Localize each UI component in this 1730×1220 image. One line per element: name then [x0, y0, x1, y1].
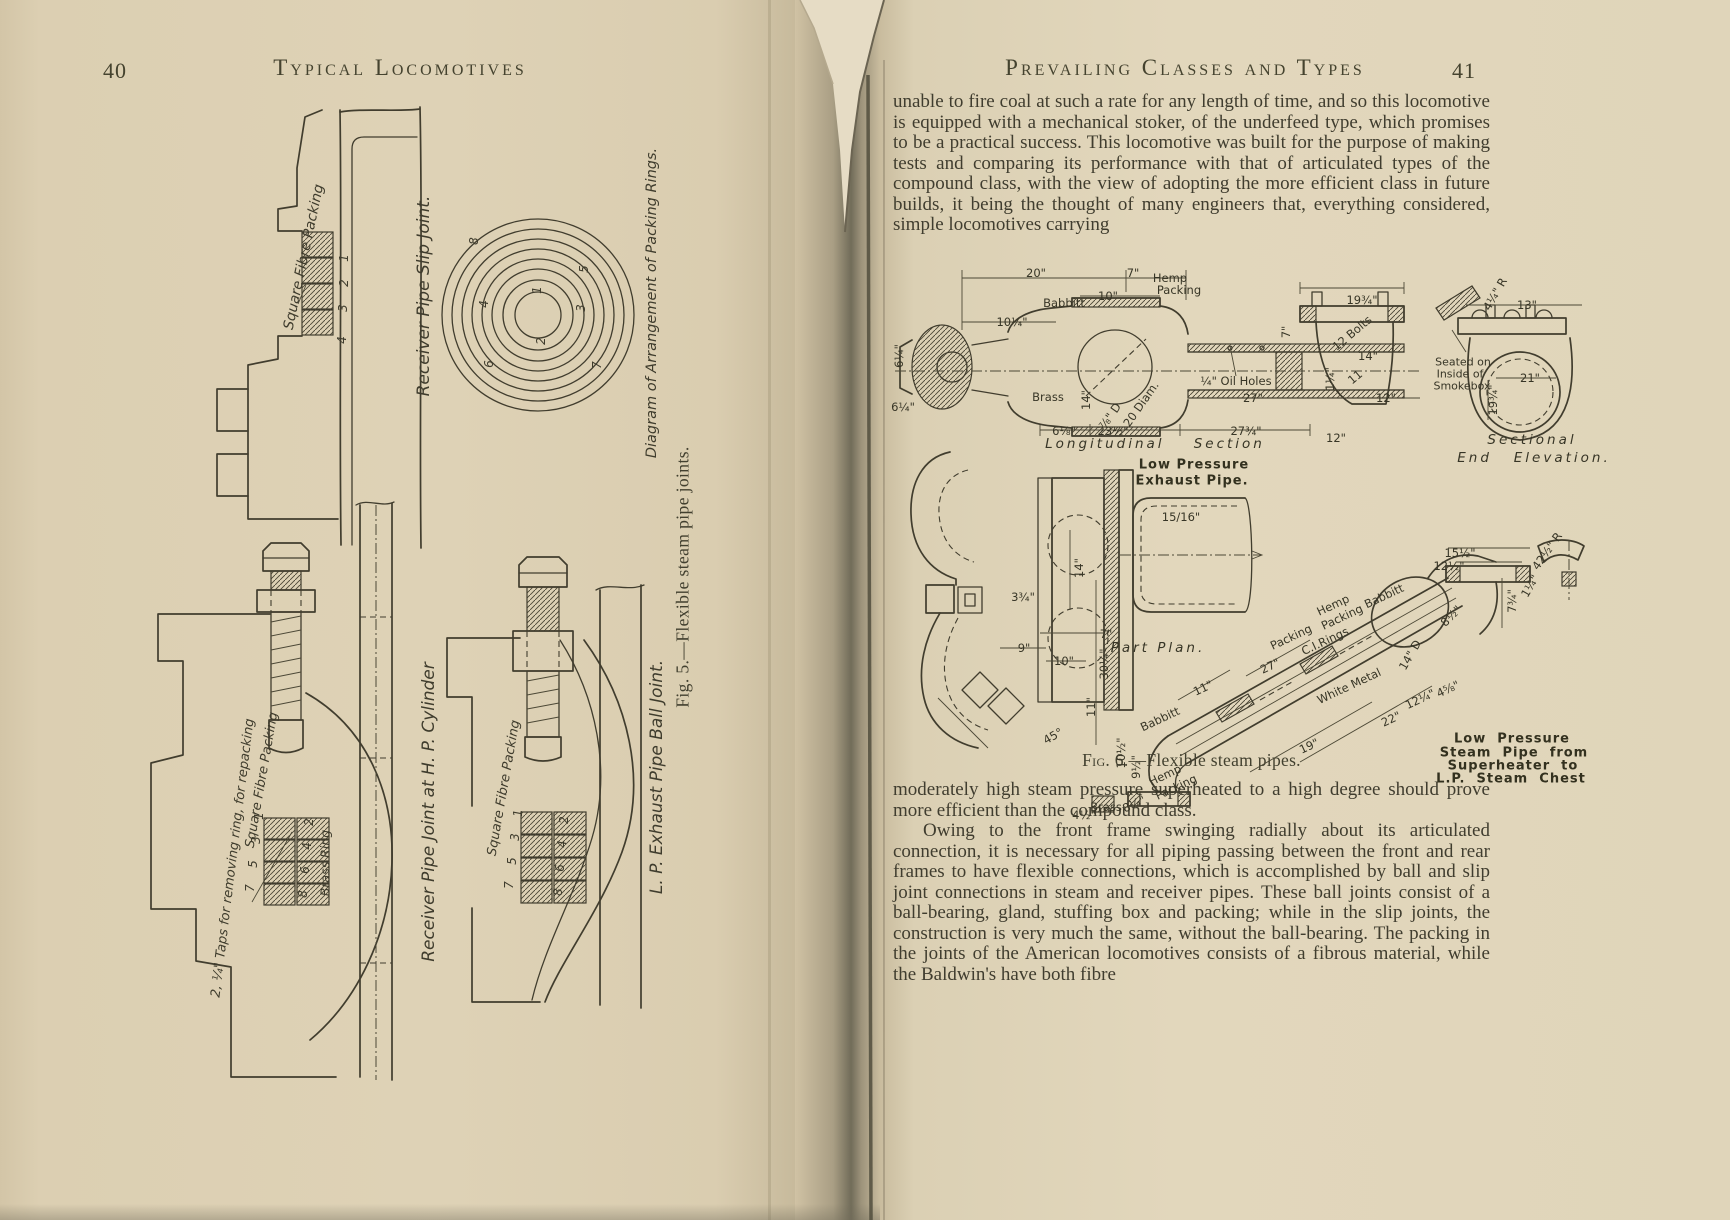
paragraph-1: unable to fire coal at such a rate for a…	[893, 91, 1490, 235]
book-gutter	[795, 0, 880, 1220]
page-40	[0, 0, 795, 1220]
figure6-caption: Fig. 6.—Flexible steam pipes.	[1082, 750, 1301, 770]
running-head-right: Prevailing Classes and Types	[1005, 55, 1365, 80]
folio-right: 41	[1452, 58, 1476, 83]
running-head-left: Typical Locomotives	[273, 55, 527, 80]
folio-left: 40	[103, 58, 127, 83]
paragraph-3: Owing to the front frame swinging radial…	[893, 820, 1490, 985]
body-text-top: unable to fire coal at such a rate for a…	[893, 91, 1490, 236]
page-bottom-shadow	[0, 1204, 880, 1220]
page-crease	[768, 0, 771, 1220]
paragraph-2: moderately high steam pressure superheat…	[893, 779, 1490, 821]
body-text-bottom: moderately high steam pressure superheat…	[893, 779, 1490, 985]
